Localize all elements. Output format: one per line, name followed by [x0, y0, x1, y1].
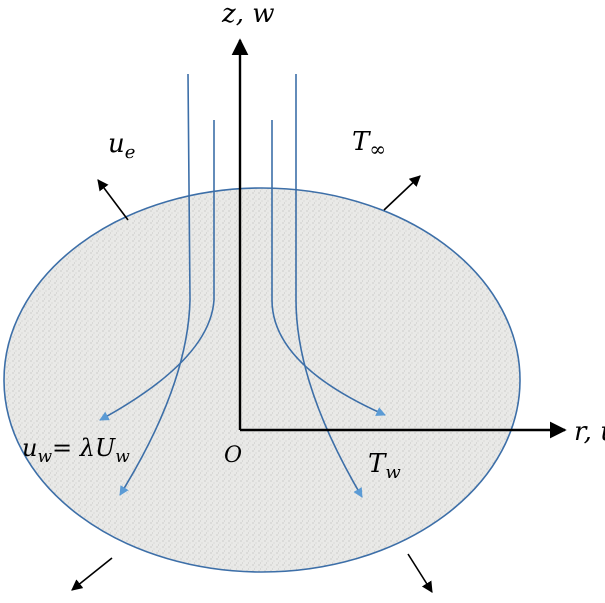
tw-sub: w [385, 462, 401, 483]
ue-label: ue [108, 129, 135, 163]
tw-main: T [368, 449, 387, 479]
uw-eq: = λU [52, 434, 116, 462]
t-inf-sub: ∞ [369, 137, 386, 161]
uw-sub: w [37, 447, 52, 467]
streamline-outer-right [295, 74, 363, 498]
r-axis-label: r, u [574, 417, 605, 447]
uw-sub2: w [115, 447, 130, 467]
streamline-inner-left [99, 120, 215, 421]
stretch-arrow-upper-right [383, 175, 421, 211]
ue-sub: e [125, 142, 136, 163]
t-inf-label: T∞ [352, 127, 386, 161]
streamline-outer-left [119, 73, 191, 496]
stretch-arrow-upper-left [97, 179, 129, 221]
uw-label: uw= λUw [22, 434, 130, 467]
t-inf-main: T [352, 127, 371, 157]
stretch-arrow-lower-right [407, 553, 433, 593]
z-axis-label: z, w [221, 0, 274, 29]
stretching-surface [3, 187, 521, 573]
tw-label: Tw [368, 449, 401, 483]
origin-label: O [224, 443, 242, 468]
streamline-inner-right [271, 120, 386, 416]
uw-main: u [22, 434, 37, 462]
ue-main: u [108, 129, 125, 159]
stretch-arrow-lower-left [71, 557, 113, 591]
